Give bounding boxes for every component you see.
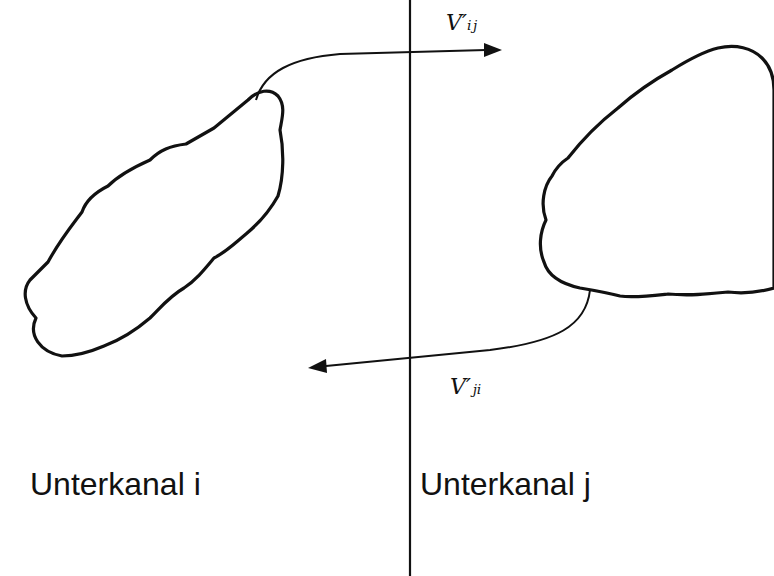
channel-boundary <box>409 0 411 576</box>
flow-arrow <box>256 50 486 100</box>
subchannel-label: Unterkanal i <box>30 466 201 503</box>
arrowhead <box>308 359 327 373</box>
eddy-blob <box>540 46 774 296</box>
velocity-label: V′ᵢⱼ <box>446 10 477 35</box>
flow-arrow <box>326 290 590 366</box>
subchannel-label: Unterkanal j <box>420 466 591 503</box>
velocity-label: V′ⱼᵢ <box>450 374 481 399</box>
eddy-blob <box>25 91 283 356</box>
arrowhead <box>484 43 502 57</box>
